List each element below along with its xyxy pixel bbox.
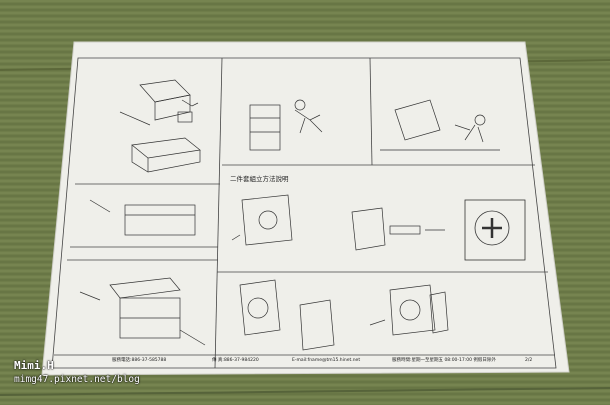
cabinet-diagram — [79, 277, 206, 346]
joint-diagram-lower-right — [369, 284, 449, 336]
drawer-box-diagram — [131, 137, 201, 173]
connector-diagram-left — [231, 194, 293, 246]
footer-email: E-mail:fname@tm15.hinet.net — [292, 358, 361, 363]
footer-hours: 服務時間:星期一至星期五 08:00-17:00 例假日除外 — [392, 358, 496, 363]
drawer-slide-diagram — [89, 199, 196, 236]
page-number: 2/2 — [525, 358, 533, 363]
watermark-url: mimg47.pixnet.net/blog — [14, 374, 140, 385]
connector-diagram-right — [351, 207, 445, 251]
footer-service-phone: 服務電話:886-37-585788 — [112, 358, 167, 363]
instruction-sheet — [41, 41, 570, 376]
assembly-heading: 二件套組立方法說明 — [230, 175, 289, 183]
mat-seam — [0, 387, 610, 396]
drawer-diagram-top — [119, 79, 199, 126]
warning-climb-diagram — [380, 99, 500, 151]
sheet-grid — [51, 57, 557, 369]
footer-fax: 傳 真:886-37-984220 — [212, 358, 259, 363]
warning-tip-over-diagram — [249, 99, 323, 151]
screw-detail-diagram — [464, 199, 526, 261]
watermark-name: Mimi.H — [14, 359, 54, 372]
joint-diagram-lower-left — [239, 279, 335, 351]
